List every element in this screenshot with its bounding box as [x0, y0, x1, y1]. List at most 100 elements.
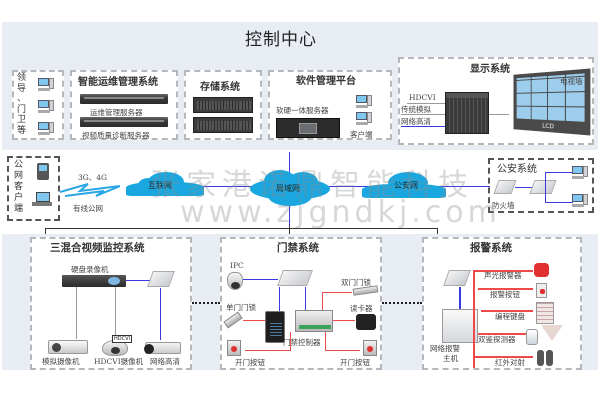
- analog-camera-icon: [48, 340, 88, 354]
- watermark-url: www.zjgndkj.com: [180, 195, 501, 230]
- card-reader-label: 读卡器: [350, 304, 373, 313]
- link-line: [243, 279, 278, 280]
- matrix-switcher-icon: [445, 92, 489, 134]
- bus-drop: [45, 228, 46, 238]
- public-client-box: [7, 156, 60, 221]
- link-line: [473, 270, 533, 272]
- link-line: [325, 350, 360, 351]
- display-input-hdcvi: HDCVI: [409, 93, 436, 102]
- bus-drop: [437, 228, 438, 238]
- link-line: [170, 186, 490, 187]
- ops-system-title: 智能运维管理系统: [78, 77, 158, 88]
- bus-drop: [289, 226, 290, 238]
- link-line: [473, 270, 475, 368]
- alarm-host-icon: [442, 309, 478, 343]
- subsystem-link-dotted: [192, 302, 220, 304]
- wireless-3g4g-label: 3G、4G: [78, 173, 108, 182]
- display-input-network: 网络高清: [401, 117, 431, 126]
- link-line: [115, 287, 116, 339]
- alarm-button-icon: [536, 283, 547, 298]
- lan-label: 局域网: [276, 184, 300, 193]
- storage-array-icon: [193, 97, 253, 113]
- link-line: [481, 310, 533, 312]
- keypad-icon: [536, 302, 554, 324]
- link-line: [243, 320, 265, 321]
- watermark-company: 张家港诺鼎智能科技: [150, 168, 474, 203]
- exit-button-label-right: 开门按钮: [340, 358, 370, 367]
- client-pc-icon: [356, 112, 372, 125]
- access-system-title: 门禁系统: [277, 242, 319, 254]
- ipc-camera-icon: [227, 272, 243, 290]
- leaders-label: 领 导 、 门 卫 等: [17, 73, 27, 136]
- dual-tech-detector-icon: [526, 329, 538, 345]
- link-line: [515, 187, 532, 188]
- video-diagnosis-server-icon: [80, 117, 168, 127]
- link-line: [545, 172, 546, 202]
- link-line: [478, 333, 533, 335]
- camera-label-analog: 模拟摄像机: [42, 357, 80, 366]
- exit-button-icon: [227, 340, 241, 356]
- camera-label-network: 网络高清: [150, 357, 180, 366]
- exit-button-icon: [363, 340, 377, 356]
- video-system-title: 三混合视频监控系统: [50, 242, 145, 254]
- display-system-title: 显示系统: [470, 64, 510, 75]
- double-lock-label: 双门门锁: [341, 278, 371, 287]
- link-line: [126, 280, 156, 281]
- firewall-label: 防火墙: [492, 201, 515, 210]
- input-line: [401, 114, 445, 115]
- card-reader-icon: [356, 314, 376, 330]
- alarm-device-detector: 双鉴探测器: [478, 335, 516, 344]
- ipc-label: IPC: [230, 261, 244, 270]
- display-input-analog: 传统模拟: [401, 105, 431, 114]
- pc-icon: [38, 100, 54, 113]
- dvr-icon: [62, 275, 126, 287]
- network-camera-icon: [144, 342, 181, 354]
- input-line: [401, 126, 445, 127]
- card-reader-keypad-icon: [265, 311, 285, 343]
- integrated-server-icon: [276, 118, 340, 138]
- alarm-host-label-1: 网络报警: [430, 344, 460, 353]
- link-line: [459, 287, 461, 309]
- pc-icon: [38, 122, 54, 135]
- control-center-title: 控制中心: [245, 30, 317, 50]
- police-system-box: [488, 158, 594, 213]
- software-platform-title: 软件管理平台: [296, 76, 356, 87]
- laptop-icon: [32, 192, 52, 206]
- video-diagnosis-server-label: 视频质量诊断服务器: [82, 131, 150, 140]
- alarm-device-infrared: 红外对射: [495, 358, 525, 367]
- subsystem-link-dotted: [382, 302, 422, 304]
- storage-array-icon: [193, 117, 253, 133]
- link-line: [245, 350, 290, 351]
- link-line: [305, 287, 306, 311]
- lan-cloud: 局域网: [250, 170, 330, 206]
- link-line: [160, 288, 161, 340]
- link-line: [545, 172, 573, 173]
- police-pc-icon: [572, 166, 588, 179]
- tv-wall-label: 电视墙: [560, 77, 583, 86]
- ops-system-box: [70, 70, 178, 140]
- alarm-device-siren: 声光报警器: [484, 271, 522, 280]
- dvr-label: 硬盘录像机: [71, 265, 109, 274]
- siren-icon: [534, 263, 549, 277]
- link-line: [322, 292, 352, 293]
- access-controller-label: 门禁控制器: [283, 338, 321, 347]
- alarm-device-button: 报警按钮: [490, 290, 520, 299]
- ceiling-detector-icon: [541, 325, 563, 341]
- internet-label: 互联网: [148, 181, 172, 190]
- bus-line: [45, 228, 437, 229]
- link-line: [76, 287, 77, 339]
- infrared-beam-icon: [546, 350, 553, 366]
- wired-public-label: 有线公网: [73, 204, 103, 213]
- pc-icon: [38, 78, 54, 91]
- link-line: [279, 287, 280, 311]
- integrated-server-label: 软硬一体服务器: [276, 106, 329, 115]
- camera-label-hdcvi: HDCVI摄像机: [94, 357, 144, 366]
- link-line: [290, 332, 291, 351]
- police-net-label: 公安网: [394, 181, 418, 190]
- alarm-host-label-2: 主机: [443, 354, 458, 363]
- exit-button-label-left: 开门按钮: [235, 358, 265, 367]
- link-line: [545, 202, 573, 203]
- link-line: [473, 356, 533, 358]
- client-pc-icon: [356, 95, 372, 108]
- police-pc-icon: [572, 194, 588, 207]
